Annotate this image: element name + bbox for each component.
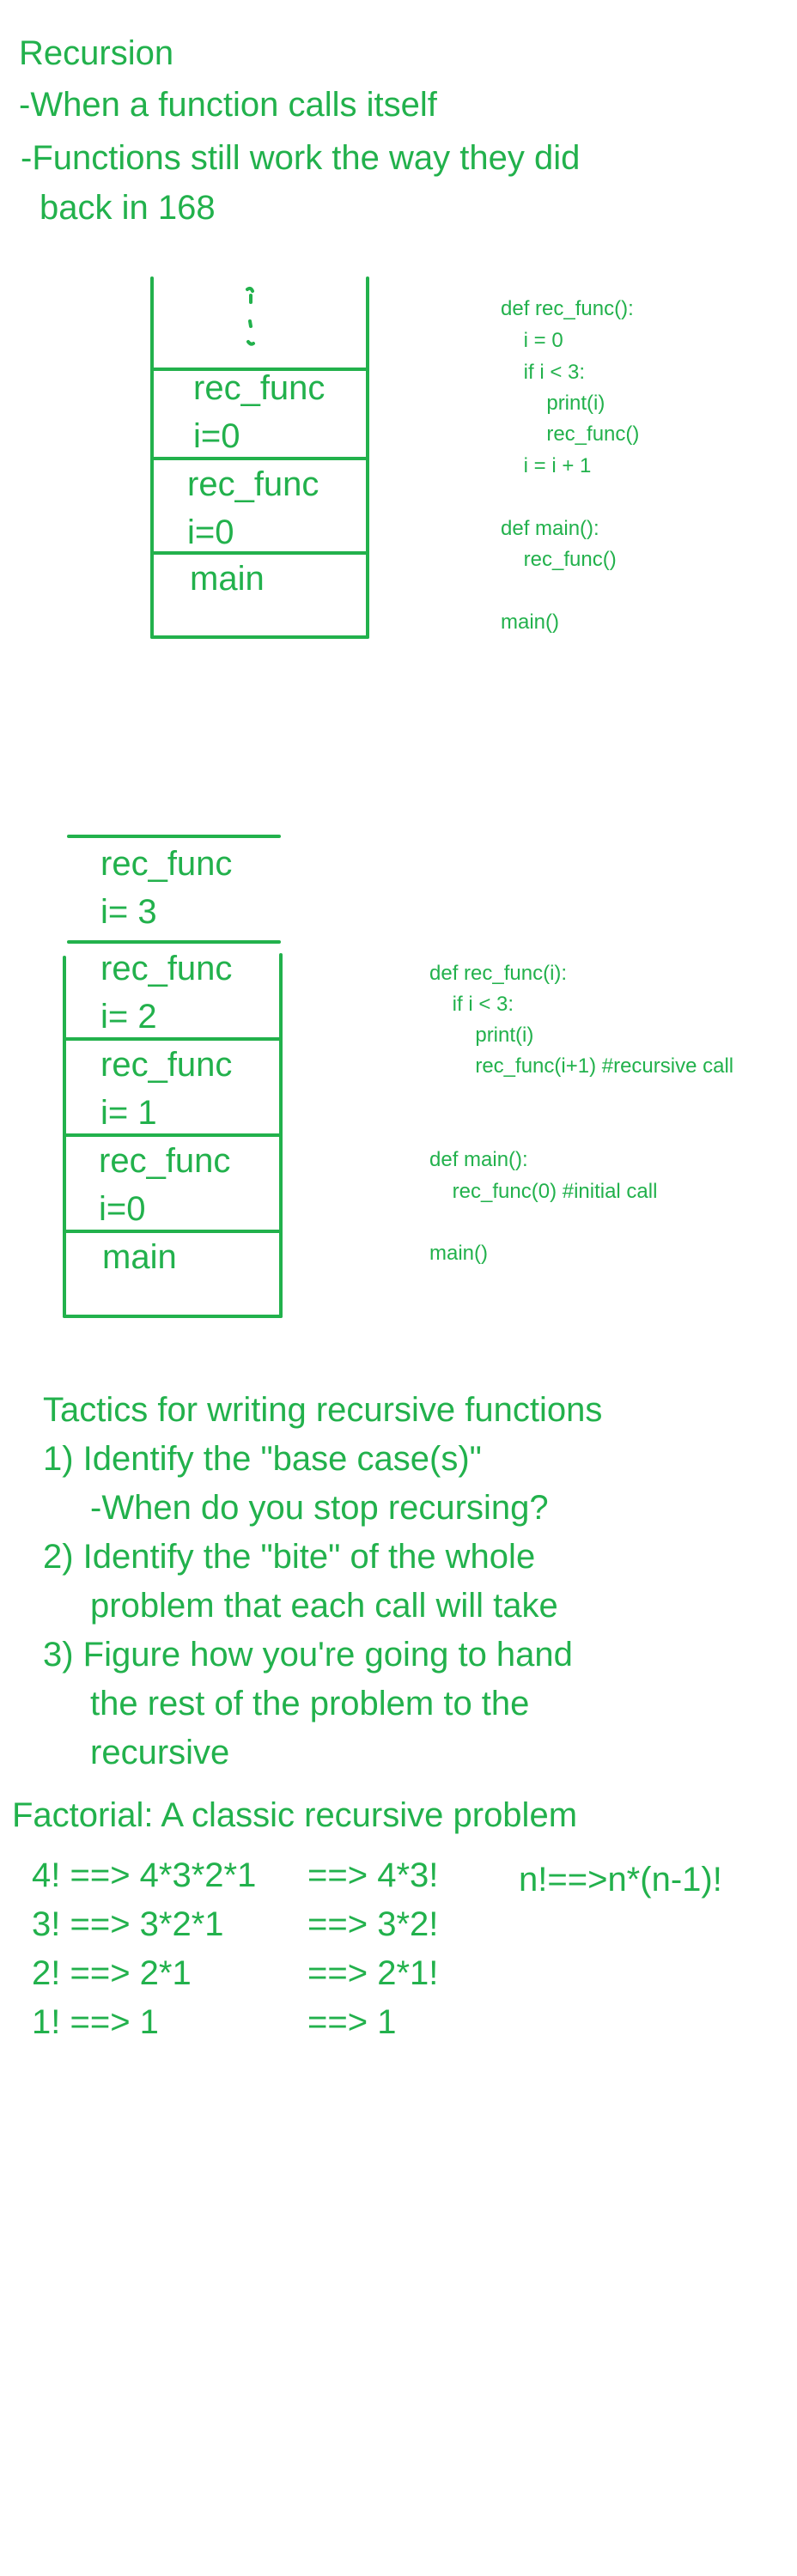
factorial-right-row: ==> 2*1! <box>307 1954 439 1992</box>
notes-title: Recursion <box>19 34 174 72</box>
code1-line: def main(): <box>501 517 599 540</box>
notes-line-3: back in 168 <box>40 189 216 227</box>
stack1-frame-2-name: rec_func <box>187 465 319 503</box>
stack2-frame-5-name: main <box>102 1238 177 1276</box>
stack2-frame-1-name: rec_func <box>100 845 233 883</box>
code1-line: i = i + 1 <box>501 454 592 477</box>
code2-line: print(i) <box>429 1024 534 1047</box>
code1-line: main() <box>501 611 560 634</box>
code1-line: i = 0 <box>501 329 563 352</box>
stack1-dot <box>246 340 255 346</box>
stack1-dot <box>246 286 254 293</box>
stack2-frame-2-var: i= 2 <box>100 998 157 1036</box>
stack2-frame-1-var: i= 3 <box>100 893 157 931</box>
factorial-left-row: 3! ==> 3*2*1 <box>32 1905 224 1943</box>
code1-line: rec_func() <box>501 422 640 446</box>
factorial-left-row: 2! ==> 2*1 <box>32 1954 192 1992</box>
factorial-right-row: ==> 3*2! <box>307 1905 439 1943</box>
notes-line-2: -Functions still work the way they did <box>21 139 581 177</box>
tactics-item-3-cont-1: the rest of the problem to the <box>90 1685 530 1722</box>
notes-line-1: -When a function calls itself <box>19 86 437 124</box>
factorial-heading: Factorial: A classic recursive problem <box>12 1796 578 1834</box>
tactics-item-1: 1) Identify the "base case(s)" <box>43 1440 482 1478</box>
tactics-heading: Tactics for writing recursive functions <box>43 1391 603 1429</box>
stack2-frame-4-name: rec_func <box>99 1142 231 1180</box>
code1-line: def rec_func(): <box>501 297 634 320</box>
factorial-formula: n!==>n*(n-1)! <box>519 1861 722 1899</box>
code2-line: def rec_func(i): <box>429 962 568 985</box>
code2-line: if i < 3: <box>429 993 514 1016</box>
stack1-frame-3-name: main <box>190 560 265 598</box>
stack2-frame-2-name: rec_func <box>100 950 233 987</box>
tactics-item-3-cont-2: recursive <box>90 1734 230 1771</box>
stack1-dot <box>248 319 252 328</box>
factorial-left-row: 1! ==> 1 <box>32 2003 159 2041</box>
tactics-item-2: 2) Identify the "bite" of the whole <box>43 1538 536 1576</box>
factorial-left-row: 4! ==> 4*3*2*1 <box>32 1856 257 1894</box>
tactics-item-3: 3) Figure how you're going to hand <box>43 1636 573 1674</box>
stack2-frame-3-name: rec_func <box>100 1046 233 1084</box>
code2-line: def main(): <box>429 1148 528 1171</box>
stack1-frame-2-var: i=0 <box>187 513 234 551</box>
stack1-frame-1-var: i=0 <box>193 417 240 455</box>
code2-line: rec_func(0) #initial call <box>429 1180 658 1203</box>
factorial-right-row: ==> 1 <box>307 2003 397 2041</box>
stack2-frame-4-var: i=0 <box>99 1190 146 1228</box>
code1-line: rec_func() <box>501 548 617 571</box>
stack2-frame-3-var: i= 1 <box>100 1094 157 1132</box>
factorial-right-row: ==> 4*3! <box>307 1856 439 1894</box>
code2-line: main() <box>429 1242 489 1265</box>
tactics-item-1-sub: -When do you stop recursing? <box>90 1489 549 1527</box>
code1-line: print(i) <box>501 392 605 415</box>
code1-line: if i < 3: <box>501 361 586 384</box>
code2-line: rec_func(i+1) #recursive call <box>429 1054 734 1078</box>
stack1-frame-1-name: rec_func <box>193 369 325 407</box>
tactics-item-2-cont: problem that each call will take <box>90 1587 558 1625</box>
